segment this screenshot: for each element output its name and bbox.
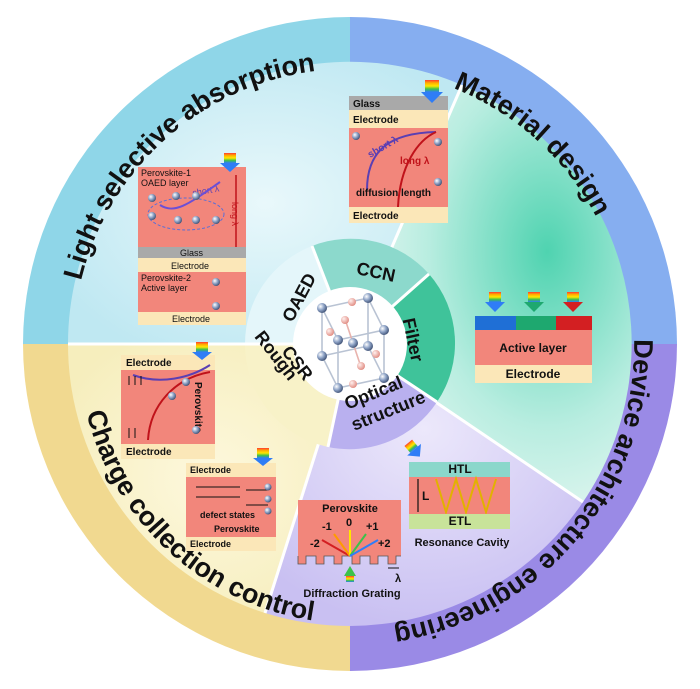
ccn-electrode-top-label: Electrode — [353, 115, 399, 126]
oaed-layer2-label: Perovskite-2 — [141, 273, 191, 283]
csr-electrode-bottom-label: Electrode — [126, 447, 172, 458]
rough-light-arrow-icon — [253, 448, 273, 466]
grating-fan-icon — [321, 530, 379, 557]
filter-active-layer-label: Active layer — [499, 341, 567, 355]
oaed-layer1-sublabel: OAED layer — [141, 178, 189, 188]
rough-defect-label: defect states — [200, 510, 255, 520]
cavity-light-arrow-icon — [404, 439, 421, 457]
csr-light-arrow-icon — [192, 342, 212, 360]
cavity-l-label: L — [422, 489, 429, 503]
panel-ccn: Glass Electrode short λ long λ diffusion… — [349, 80, 448, 223]
cavity-caption: Resonance Cavity — [415, 537, 511, 549]
panel-csr: Electrode Perovskite Electrode — [121, 342, 215, 459]
grating-order-plus2: +2 — [378, 538, 391, 550]
grating-order-minus1: -1 — [322, 521, 332, 533]
oaed-glass-label: Glass — [180, 248, 204, 258]
oaed-electrode-label: Electrode — [171, 261, 209, 271]
panel-filter: Active layer Electrode — [475, 292, 592, 383]
oaed-layer2-sublabel: Active layer — [141, 283, 188, 293]
panel-oaed: Perovskite-1 OAED layer short λ long λ G… — [138, 153, 246, 325]
oaed-long-label: long λ — [230, 202, 240, 227]
panel-cavity: HTL L ETL Resonance Cavity — [404, 439, 511, 549]
oaed-layer1-label: Perovskite-1 — [141, 168, 191, 178]
cavity-etl-label: ETL — [449, 514, 472, 528]
ccn-long-label: long λ — [400, 156, 430, 167]
oaed-electrode-bottom-label: Electrode — [172, 314, 210, 324]
grating-order-plus1: +1 — [366, 521, 379, 533]
ccn-diffusion-label: diffusion length — [356, 188, 431, 199]
rough-electrode-top-label: Electrode — [190, 465, 231, 475]
filter-electrode-label: Electrode — [506, 367, 561, 381]
oaed-light-arrow-icon — [220, 153, 240, 172]
grating-light-arrow-icon — [344, 566, 356, 582]
ccn-light-arrow-icon — [421, 80, 443, 103]
rough-electrode-bottom-label: Electrode — [190, 539, 231, 549]
grating-caption: Diffraction Grating — [303, 588, 400, 600]
ccn-electrode-bottom-label: Electrode — [353, 211, 399, 222]
filter-light-arrow-icon — [485, 292, 583, 312]
cavity-htl-label: HTL — [448, 462, 471, 476]
crystal-atoms — [317, 293, 389, 393]
grating-order-minus2: -2 — [310, 538, 320, 550]
rough-perovskite-label: Perovskite — [214, 524, 260, 534]
grating-perovskite-label: Perovskite — [322, 503, 378, 515]
grating-order-0: 0 — [346, 517, 352, 529]
ccn-glass-label: Glass — [353, 99, 381, 110]
grating-lambda-label: λ — [395, 573, 401, 585]
panel-grating: Perovskite -2 -1 0 +1 +2 λ Diffraction G… — [297, 500, 401, 600]
csr-electrode-top-label: Electrode — [126, 358, 172, 369]
csr-perovskite-label: Perovskite — [192, 382, 203, 433]
panel-rough: Electrode defect states Perovskite Elect… — [186, 448, 276, 551]
